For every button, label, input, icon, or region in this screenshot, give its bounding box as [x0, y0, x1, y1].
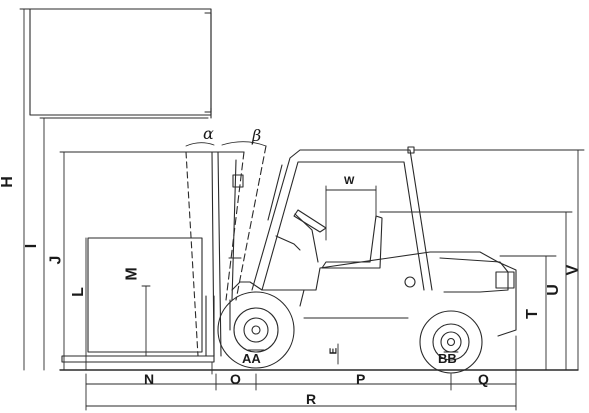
label-aa: AA [242, 351, 261, 366]
overhead-guard [251, 146, 433, 291]
lowered-load [87, 237, 203, 353]
label-beta: β [252, 126, 262, 145]
label-n: N [144, 371, 155, 387]
label-r: R [306, 391, 317, 407]
seat-and-steering [275, 209, 383, 269]
label-m: M [123, 267, 141, 281]
label-o: O [230, 371, 241, 387]
left-dimension-lines [19, 8, 191, 371]
label-q: Q [478, 371, 489, 387]
label-t: T [523, 309, 541, 319]
label-w: W [344, 175, 355, 187]
label-bb: BB [438, 351, 457, 366]
label-v: V [564, 264, 582, 276]
front-wheel [217, 291, 295, 369]
raised-load [29, 8, 212, 119]
rear-wheel [419, 310, 483, 374]
label-u: U [544, 284, 562, 296]
truck-body [229, 251, 517, 337]
label-h: H [0, 176, 16, 188]
label-l: L [69, 287, 87, 297]
right-dimension-lines [379, 149, 585, 371]
label-alpha: α [203, 124, 214, 143]
bottom-dimension-lines [85, 335, 517, 411]
w-dimension [325, 185, 377, 241]
clearance-marks [247, 349, 459, 353]
label-p: P [356, 371, 366, 387]
label-e: E [328, 347, 340, 355]
label-j: J [47, 255, 65, 265]
tilt-angle-arcs [185, 141, 267, 147]
mast [185, 145, 267, 357]
label-i: I [23, 243, 41, 249]
